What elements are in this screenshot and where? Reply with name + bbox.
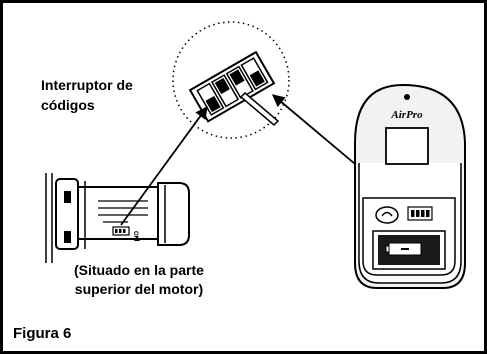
magnifier-circle <box>172 21 290 139</box>
airpro-logo: AirPro <box>390 109 423 121</box>
stylus <box>239 91 280 127</box>
diagram-graphic: ON AirPro <box>45 21 466 289</box>
code-switch-label-line1: Interruptor de <box>41 77 133 93</box>
remote-led <box>404 94 410 100</box>
remote-button <box>375 206 399 224</box>
code-switch-label: Interruptor de códigos <box>41 75 133 115</box>
remote-display <box>385 127 429 165</box>
code-switch-label-line2: códigos <box>41 97 95 113</box>
figure-caption: Figura 6 <box>13 325 72 342</box>
arrow-from-motor <box>120 105 208 226</box>
magnified-dip-switch <box>172 21 290 139</box>
remote-control: AirPro <box>354 83 466 289</box>
motor-unit: ON <box>45 173 190 263</box>
location-note: (Situado en la parte superior del motor) <box>74 261 204 299</box>
location-note-line2: superior del motor) <box>74 281 204 297</box>
switch-on-text: ON <box>132 231 138 240</box>
location-note-line1: (Situado en la parte <box>74 262 204 278</box>
